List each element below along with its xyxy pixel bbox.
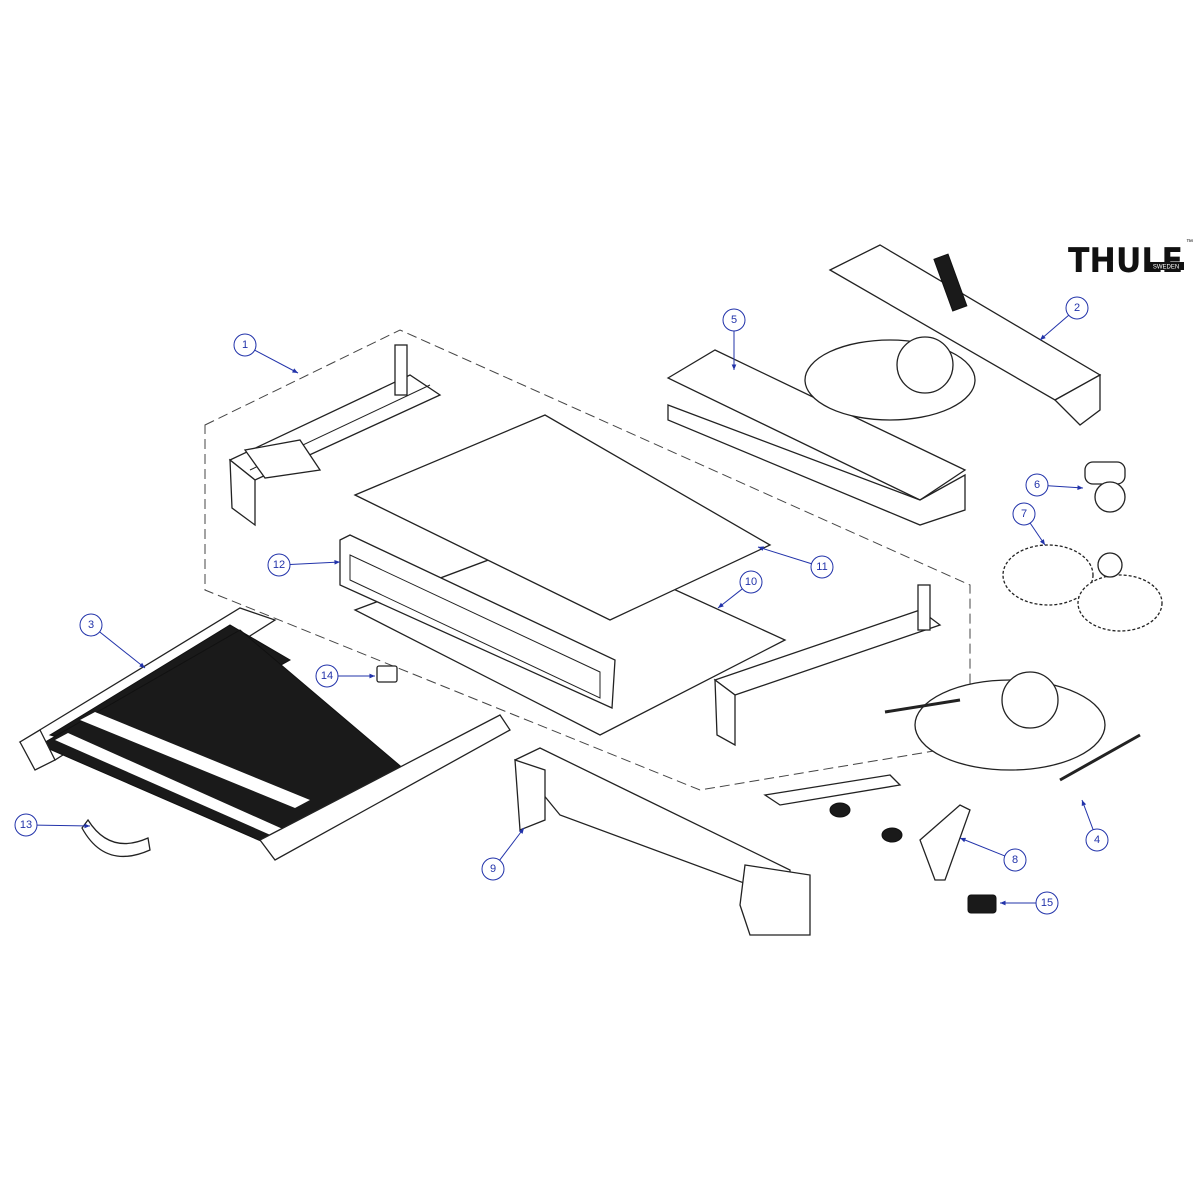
callout-leader-line bbox=[499, 827, 525, 861]
callout-number: 9 bbox=[490, 863, 496, 875]
callout-arrowhead bbox=[758, 546, 764, 551]
callout-number: 14 bbox=[321, 670, 333, 682]
callout-7: 7 bbox=[1012, 502, 1046, 546]
svg-text:™: ™ bbox=[1186, 239, 1193, 246]
callout-circle bbox=[1025, 473, 1049, 497]
callout-15: 15 bbox=[1000, 891, 1059, 915]
callout-circle bbox=[1065, 296, 1089, 320]
callout-arrowhead bbox=[1039, 539, 1045, 545]
callout-circle bbox=[810, 555, 834, 579]
callout-circle bbox=[14, 813, 38, 837]
callout-number: 8 bbox=[1012, 854, 1018, 866]
callout-leader-line bbox=[1047, 485, 1084, 489]
part-6-motor bbox=[1084, 461, 1126, 513]
callout-circle bbox=[1003, 848, 1027, 872]
callout-circle bbox=[315, 664, 339, 688]
callout-6: 6 bbox=[1025, 473, 1084, 497]
part-14-small-clip bbox=[376, 665, 398, 683]
callout-2: 2 bbox=[1039, 296, 1089, 341]
callout-circle bbox=[481, 857, 505, 881]
part-15-connector bbox=[967, 894, 997, 914]
callout-leader-line bbox=[36, 824, 91, 827]
callout-number: 6 bbox=[1034, 479, 1040, 491]
callout-number: 10 bbox=[745, 576, 757, 588]
callout-leader-line bbox=[289, 561, 341, 565]
callout-arrowhead bbox=[731, 364, 737, 370]
callout-10: 10 bbox=[717, 570, 763, 609]
callout-arrowhead bbox=[139, 662, 145, 668]
thule-logo: THULE SWEDEN ™ bbox=[1068, 239, 1193, 281]
callout-circle bbox=[1085, 828, 1109, 852]
callout-circle bbox=[233, 333, 257, 357]
callout-number: 4 bbox=[1094, 834, 1100, 846]
callout-circle bbox=[739, 570, 763, 594]
callout-circle bbox=[722, 308, 746, 332]
callout-arrowhead bbox=[369, 673, 375, 679]
callout-arrowhead bbox=[334, 559, 340, 565]
callout-3: 3 bbox=[79, 613, 146, 669]
svg-text:THULE: THULE bbox=[1068, 241, 1183, 281]
callout-13: 13 bbox=[14, 813, 91, 837]
callout-leader-line bbox=[254, 349, 299, 374]
part-2-motor-housing bbox=[804, 244, 1102, 426]
callout-number: 3 bbox=[88, 619, 94, 631]
part-1-left-rail bbox=[228, 344, 442, 527]
callout-circle bbox=[1035, 891, 1059, 915]
callout-circle bbox=[1012, 502, 1036, 526]
callout-4: 4 bbox=[1081, 799, 1109, 852]
callout-arrowhead bbox=[518, 828, 524, 834]
callout-leader-line bbox=[99, 631, 146, 669]
callout-leader-line bbox=[757, 546, 812, 565]
callout-14: 14 bbox=[315, 664, 375, 688]
callout-9: 9 bbox=[481, 827, 525, 881]
svg-text:SWEDEN: SWEDEN bbox=[1153, 265, 1179, 271]
callout-1: 1 bbox=[233, 333, 299, 374]
callout-circle bbox=[79, 613, 103, 637]
part-9-end-cover bbox=[513, 747, 811, 936]
callout-number: 1 bbox=[242, 339, 248, 351]
callout-number: 13 bbox=[20, 819, 32, 831]
callout-number: 15 bbox=[1041, 897, 1053, 909]
callout-arrowhead bbox=[1081, 800, 1087, 806]
part-1-right-rail bbox=[713, 584, 942, 747]
callout-arrowhead bbox=[84, 823, 90, 829]
callout-leader-line bbox=[1039, 314, 1070, 341]
part-8-linkage-arms bbox=[763, 774, 971, 881]
part-7-gears bbox=[1002, 544, 1163, 632]
callout-circle bbox=[267, 553, 291, 577]
callout-arrowhead bbox=[960, 837, 966, 843]
callout-arrowhead bbox=[292, 368, 298, 373]
assembly-outline bbox=[204, 329, 971, 791]
callout-number: 5 bbox=[731, 314, 737, 326]
callout-arrowhead bbox=[1000, 900, 1006, 906]
part-12-frame-bracket bbox=[339, 534, 616, 709]
callout-arrowhead bbox=[718, 602, 724, 608]
part-5-front-bracket bbox=[666, 349, 967, 526]
callout-12: 12 bbox=[267, 553, 341, 577]
callout-8: 8 bbox=[959, 837, 1027, 872]
callout-number: 12 bbox=[273, 559, 285, 571]
part-4-drive-mechanism bbox=[884, 671, 1141, 782]
callout-number: 7 bbox=[1021, 508, 1027, 520]
callout-5: 5 bbox=[722, 308, 746, 370]
callout-number: 2 bbox=[1074, 302, 1080, 314]
part-13-cable-clip bbox=[81, 818, 151, 858]
callout-arrowhead bbox=[1040, 334, 1046, 340]
callout-arrowhead bbox=[1077, 485, 1083, 490]
part-3-step-tread bbox=[18, 607, 511, 861]
callout-number: 11 bbox=[816, 561, 827, 573]
callout-leader-line bbox=[959, 837, 1005, 857]
callout-11: 11 bbox=[757, 546, 834, 579]
part-11-top-plate bbox=[353, 414, 772, 621]
